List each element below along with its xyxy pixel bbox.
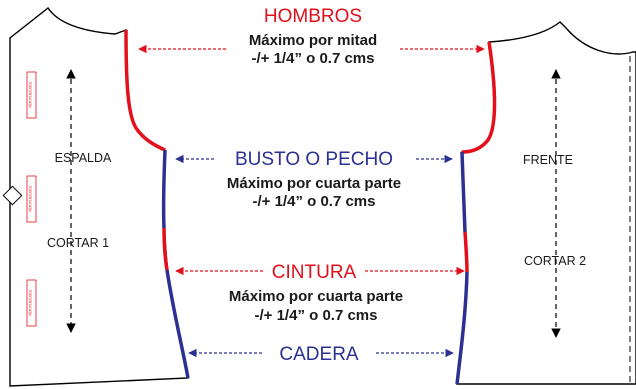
back-side-seam-blue-hip [165,269,190,379]
waist-rule: Máximo por cuarta parte [229,288,403,305]
waist-tolerance: -/+ 1/4” o 0.7 cms [255,307,378,324]
back-pattern-piece: VER PLIEGUES VER PLIEGUES VER PLIEGUES E… [2,6,190,387]
back-side-seam-red-waist [162,227,169,271]
waist-title: CINTURA [272,262,357,283]
back-shoulder-seam-red [124,29,166,152]
shoulders-tolerance: -/+ 1/4” o 0.7 cms [252,50,375,67]
front-piece-outline [456,21,636,385]
front-side-seam-blue-upper [460,151,467,233]
front-shoulder-seam-red [461,41,497,154]
bust-measurement: BUSTO O PECHO Máximo por cuarta parte -/… [175,149,453,210]
pleat-tag: VER PLIEGUES [26,279,37,327]
pleat-tag: VER PLIEGUES [26,175,37,223]
bust-title: BUSTO O PECHO [235,149,393,170]
shoulders-rule: Máximo por mitad [249,32,377,49]
front-piece-cut: CORTAR 2 [524,254,586,268]
front-piece-name: FRENTE [523,153,573,167]
back-piece-name: ESPALDA [55,151,112,165]
shoulders-measurement: HOMBROS Máximo por mitad -/+ 1/4” o 0.7 … [138,6,485,67]
pleat-tag-text: VER PLIEGUES [29,289,33,316]
bust-rule: Máximo por cuarta parte [227,175,401,192]
back-notch-marker [2,185,23,206]
hip-title: CADERA [279,344,359,365]
waist-measurement: CINTURA Máximo por cuarta parte -/+ 1/4”… [175,262,465,324]
pleat-tag-text: VER PLIEGUES [29,185,33,212]
hip-measurement: CADERA [188,344,454,365]
front-side-seam-blue-hip [455,271,469,385]
back-side-seam-blue-upper [161,149,167,229]
back-piece-cut: CORTAR 1 [47,236,109,250]
back-piece-outline [9,6,189,387]
pleat-tag-text: VER PLIEGUES [29,81,33,108]
pleat-tag: VER PLIEGUES [26,71,37,119]
shoulders-title: HOMBROS [264,6,362,27]
bust-tolerance: -/+ 1/4” o 0.7 cms [253,193,376,210]
front-side-seam-red-waist [463,231,469,273]
front-pattern-piece: FRENTE CORTAR 2 [455,21,636,385]
